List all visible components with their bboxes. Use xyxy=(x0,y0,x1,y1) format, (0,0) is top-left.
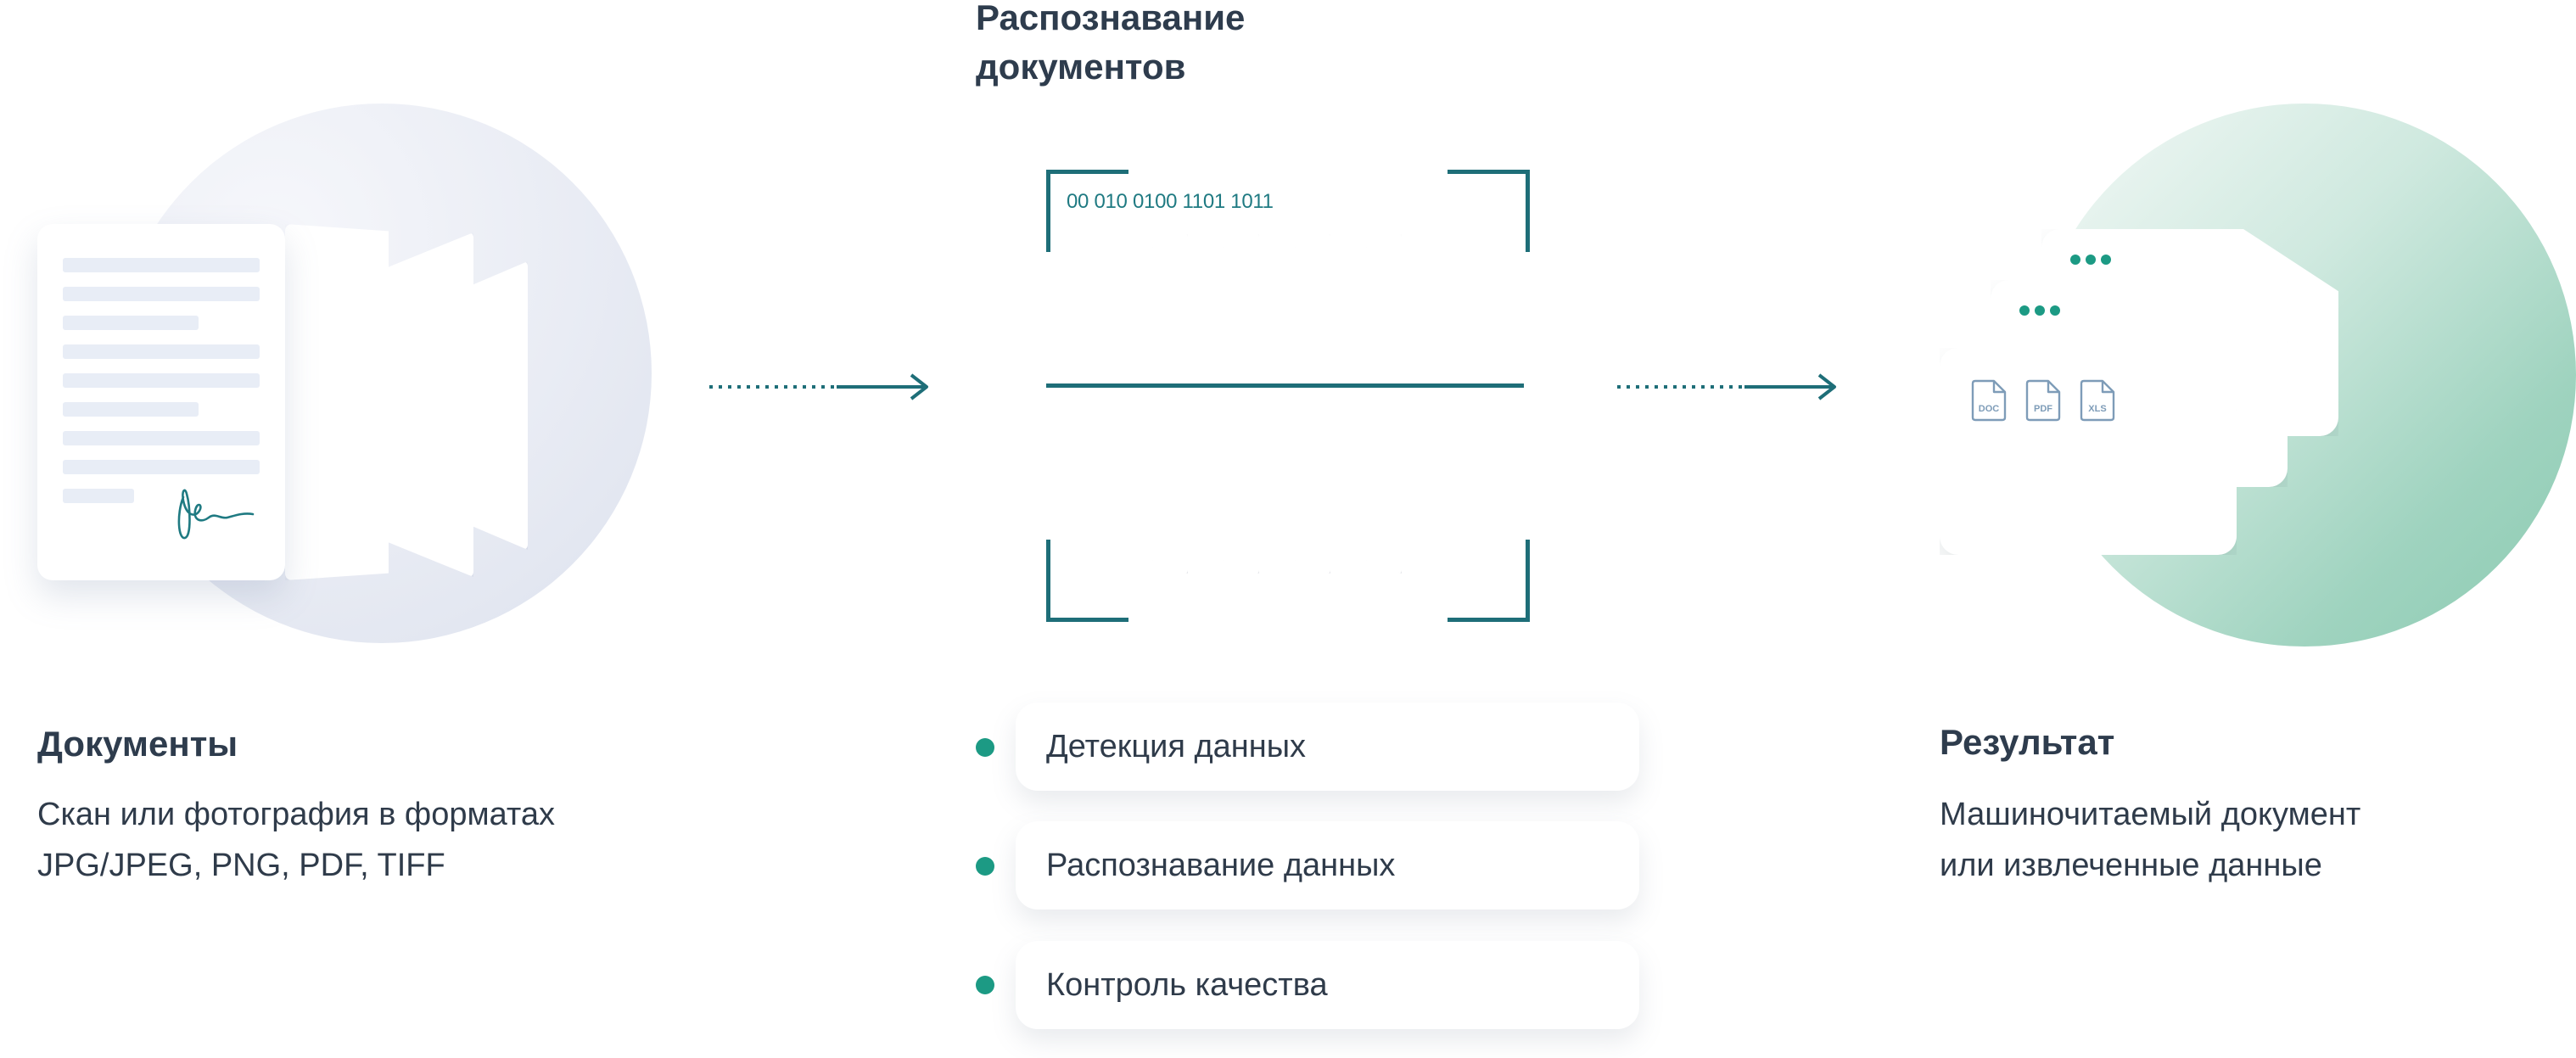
document-page-front xyxy=(37,224,285,580)
result-card-front: DOC PDF XLS xyxy=(1940,348,2237,555)
step-label: Распознавание данных xyxy=(1046,848,1396,883)
recognition-title-line: документов xyxy=(976,47,1186,87)
flow-arrow-to-result xyxy=(1617,373,1836,400)
scan-frame-corner-top-left xyxy=(1046,170,1128,252)
document-text-line xyxy=(63,344,260,359)
step-label: Детекция данных xyxy=(1046,729,1307,764)
file-type-label: PDF xyxy=(2034,404,2052,414)
scanned-page-slab xyxy=(1224,234,1259,574)
scanned-page-slab xyxy=(1152,234,1188,574)
document-text-line xyxy=(63,402,199,417)
document-text-line xyxy=(63,431,260,445)
document-text-line xyxy=(63,489,134,503)
scan-frame-corner-bottom-left xyxy=(1046,540,1128,622)
step-quality-control: Контроль качества xyxy=(1016,941,1639,1029)
description-line: или извлеченные данные xyxy=(1940,848,2322,883)
scanned-page-slab xyxy=(1295,234,1330,574)
file-type-label: DOC xyxy=(1979,404,2000,414)
step-bullet xyxy=(976,738,994,757)
description-line: JPG/JPEG, PNG, PDF, TIFF xyxy=(37,848,445,883)
flow-arrow-to-recognition xyxy=(709,373,928,400)
window-dots-icon xyxy=(2019,305,2060,316)
document-page-back-3 xyxy=(473,261,528,550)
step-bullet xyxy=(976,857,994,876)
result-description: Машиночитаемый документ или извлеченные … xyxy=(1940,789,2360,891)
window-dots-icon xyxy=(2070,255,2111,265)
description-line: Машиночитаемый документ xyxy=(1940,797,2361,832)
step-recognition: Распознавание данных xyxy=(1016,821,1639,910)
signature-icon xyxy=(177,489,255,540)
step-detection: Детекция данных xyxy=(1016,703,1639,791)
doc-file-icon: DOC xyxy=(1971,379,2007,422)
document-page-back-1 xyxy=(285,224,389,580)
scan-frame-corner-top-right xyxy=(1448,170,1530,252)
binary-code-text: 00 010 0100 1101 1011 xyxy=(1067,190,1274,213)
documents-description: Скан или фотография в форматах JPG/JPEG,… xyxy=(37,789,555,891)
result-title: Результат xyxy=(1940,722,2115,762)
document-text-line xyxy=(63,373,260,388)
step-label: Контроль качества xyxy=(1046,967,1328,1003)
pdf-file-icon: PDF xyxy=(2025,379,2061,422)
scan-frame-corner-bottom-right xyxy=(1448,540,1530,622)
document-text-line xyxy=(63,258,260,272)
step-bullet xyxy=(976,976,994,994)
file-type-label: XLS xyxy=(2088,404,2106,414)
document-text-line xyxy=(63,460,260,474)
scanned-page-slab xyxy=(1366,234,1402,574)
documents-title: Документы xyxy=(37,724,238,764)
document-page-back-2 xyxy=(389,232,473,577)
xls-file-icon: XLS xyxy=(2080,379,2115,422)
scan-line xyxy=(1046,383,1524,388)
recognition-title: Распознавание документов xyxy=(976,0,1245,92)
document-text-line xyxy=(63,287,260,301)
document-text-line xyxy=(63,316,199,330)
recognition-title-line: Распознавание xyxy=(976,0,1246,37)
description-line: Скан или фотография в форматах xyxy=(37,797,556,832)
